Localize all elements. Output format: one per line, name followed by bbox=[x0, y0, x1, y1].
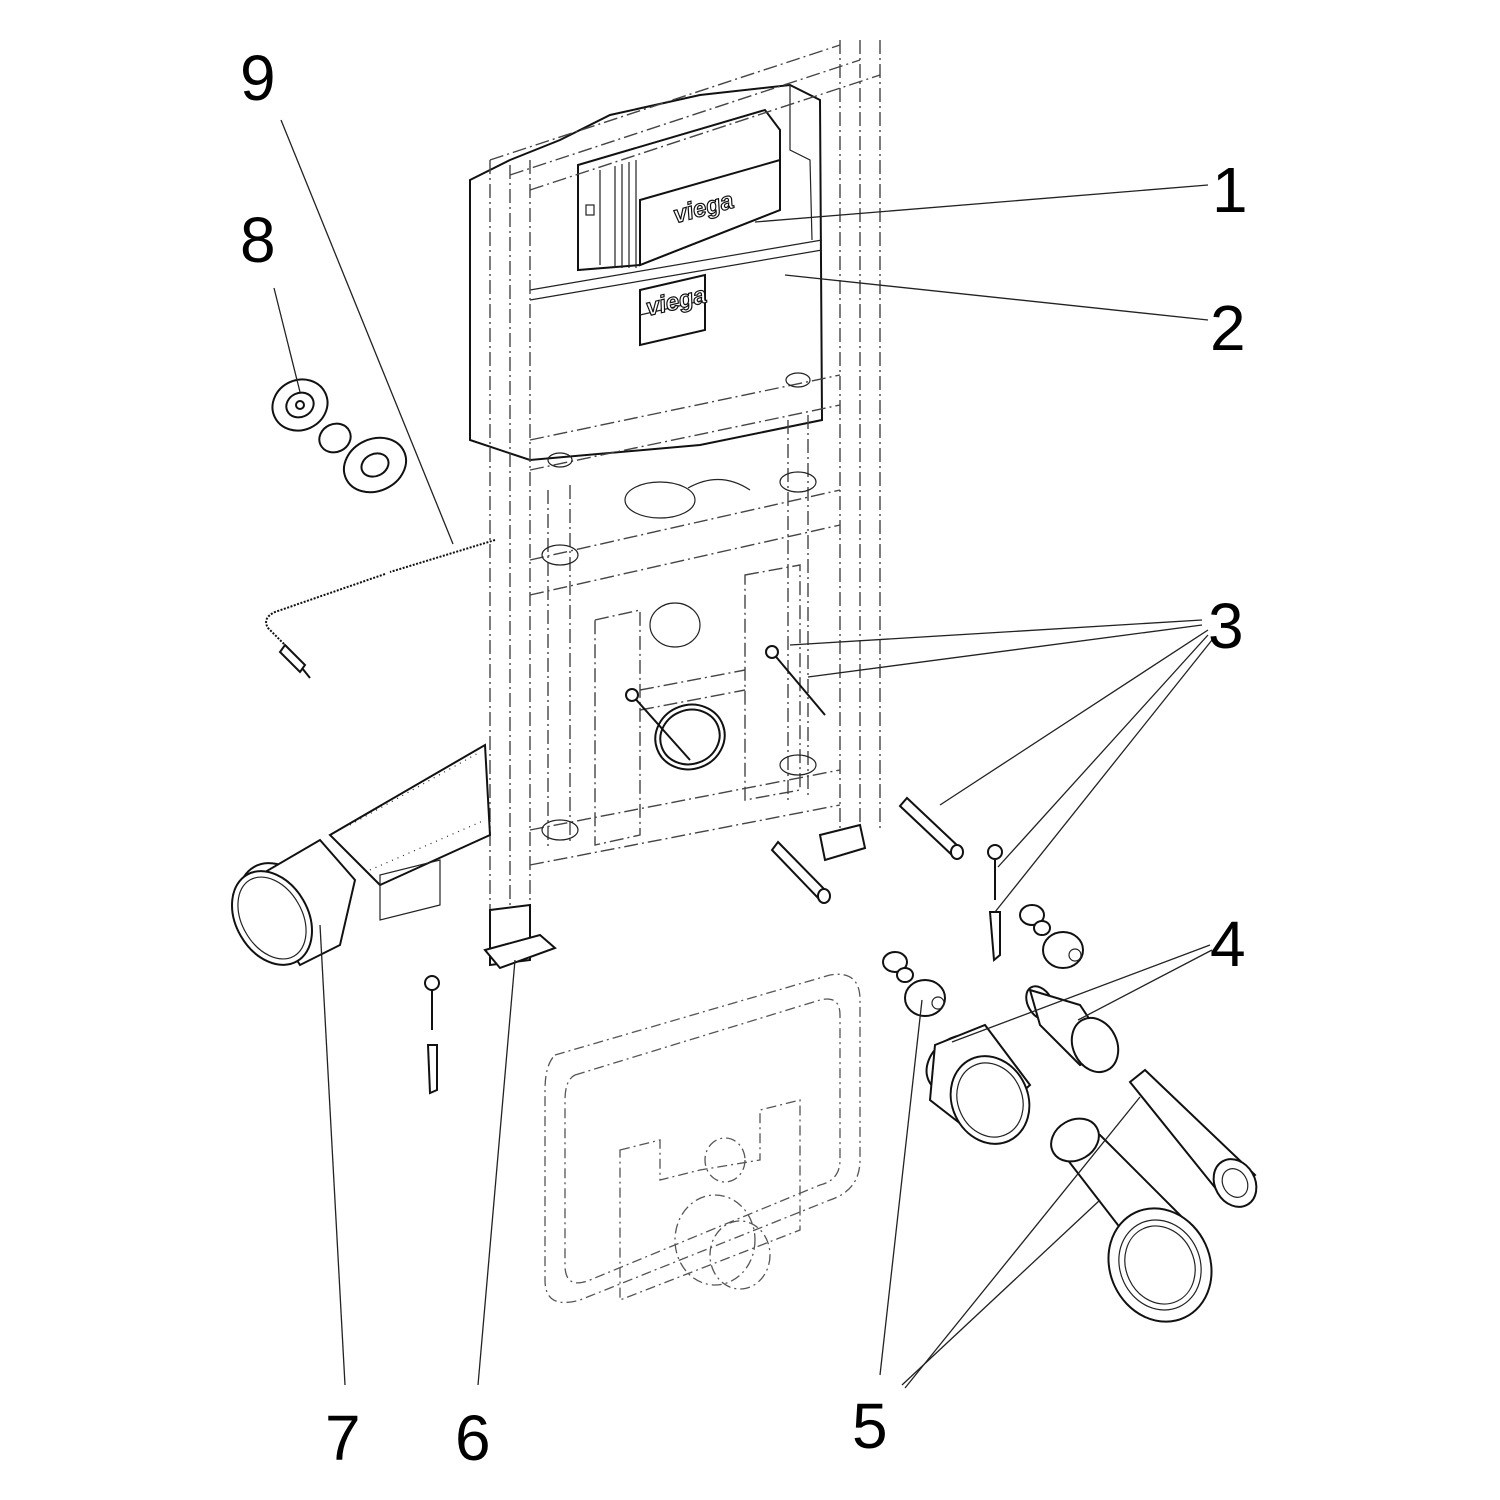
leader-9 bbox=[280, 119, 454, 545]
connection-sleeves bbox=[925, 985, 1120, 1145]
leader-5b bbox=[901, 1199, 1101, 1386]
flexible-drain-bend bbox=[231, 743, 492, 967]
bowden-cable bbox=[265, 539, 496, 679]
callout-8: 8 bbox=[240, 204, 276, 276]
leader-6 bbox=[477, 959, 516, 1386]
threaded-rods bbox=[625, 645, 826, 771]
flush-actuator-box: viega bbox=[577, 108, 781, 272]
callout-9: 9 bbox=[240, 42, 276, 114]
connection-fittings bbox=[1050, 1068, 1258, 1323]
callout-2: 2 bbox=[1210, 292, 1246, 364]
leader-3a bbox=[789, 619, 1203, 646]
leader-lines bbox=[273, 119, 1213, 1389]
leader-7 bbox=[319, 924, 346, 1386]
leader-3b bbox=[807, 624, 1203, 678]
callout-4: 4 bbox=[1210, 908, 1246, 980]
fixing-set-parts bbox=[770, 796, 1003, 962]
leader-3c bbox=[939, 629, 1209, 806]
installation-frame bbox=[489, 40, 881, 915]
leader-2 bbox=[784, 274, 1209, 321]
leader-8 bbox=[273, 287, 301, 393]
fixing-screw-and-plug-left bbox=[424, 975, 440, 1095]
callout-3: 3 bbox=[1208, 590, 1244, 662]
installation-template bbox=[544, 973, 861, 1304]
leader-5c bbox=[904, 1096, 1141, 1389]
callout-5: 5 bbox=[852, 1390, 888, 1462]
callout-1: 1 bbox=[1212, 154, 1248, 226]
leader-1 bbox=[754, 184, 1209, 223]
frame-foot bbox=[483, 823, 867, 970]
callout-7: 7 bbox=[325, 1402, 361, 1474]
callout-numbers: 1 2 3 4 5 6 7 8 9 bbox=[240, 42, 1248, 1474]
leader-4b bbox=[1077, 949, 1213, 1021]
water-valves bbox=[882, 904, 1084, 1017]
callout-6: 6 bbox=[455, 1402, 491, 1474]
leader-3d bbox=[997, 634, 1209, 868]
viega-label-plate: viega bbox=[639, 273, 710, 347]
leader-5a bbox=[879, 999, 923, 1376]
remote-actuator-button bbox=[271, 378, 408, 494]
leader-3e bbox=[994, 639, 1213, 913]
leader-4a bbox=[951, 944, 1211, 1043]
frame-hardware bbox=[541, 372, 817, 841]
